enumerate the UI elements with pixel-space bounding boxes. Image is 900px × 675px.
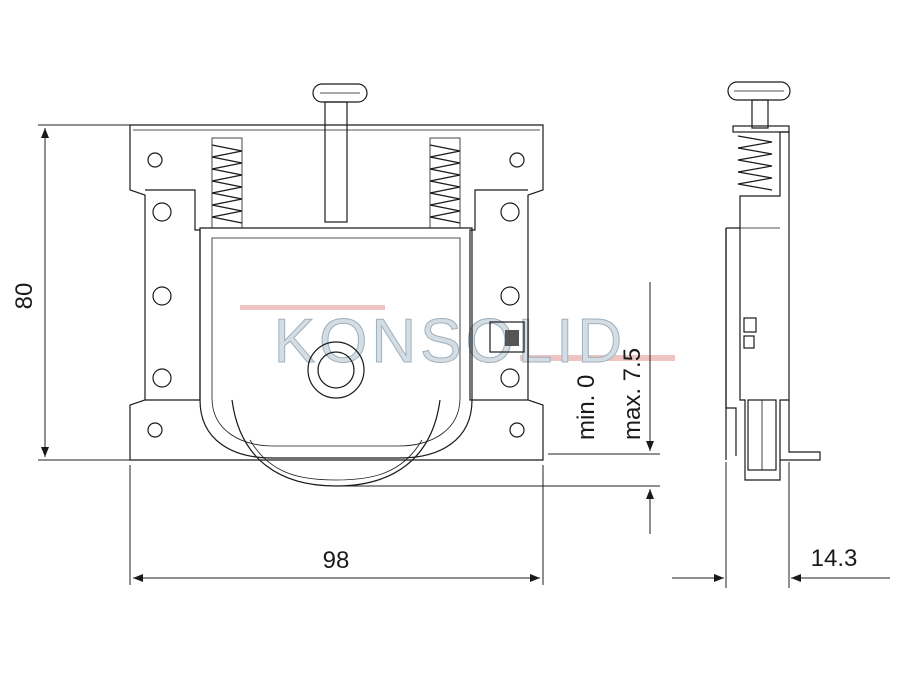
spring-left <box>211 137 243 229</box>
axle-outer <box>307 341 365 399</box>
side-view <box>725 81 821 481</box>
watermark-stripe-right <box>520 355 675 361</box>
depth-dimension-label: 14.3 <box>811 545 858 572</box>
side-body <box>739 131 790 481</box>
adjust-min-label: min. 0 <box>573 375 600 440</box>
mount-hole <box>509 422 525 438</box>
mount-hole <box>500 202 520 222</box>
mount-hole <box>500 286 520 306</box>
side-spring <box>737 135 773 191</box>
latch <box>489 321 525 353</box>
base-plate <box>129 124 544 461</box>
adjust-max-label: max. 7.5 <box>619 348 646 440</box>
axle-inner <box>317 351 355 389</box>
mount-hole <box>147 152 163 168</box>
side-latch <box>743 317 757 333</box>
front-view <box>129 83 544 487</box>
width-dimension-label: 98 <box>323 547 350 574</box>
side-back-plate <box>725 227 740 456</box>
watermark: KONSOLID <box>240 305 675 377</box>
adjust-screw <box>312 83 368 223</box>
mount-hole <box>152 368 172 388</box>
wheel <box>231 399 441 487</box>
mount-hole <box>500 368 520 388</box>
dimensions: 80 98 min. 0 max. 7.5 14.3 <box>11 124 890 588</box>
side-screw-shank <box>751 99 769 129</box>
watermark-stripe-left <box>240 305 385 310</box>
side-foot <box>780 400 821 461</box>
side-top-flange <box>732 125 790 133</box>
carriage-block <box>199 227 473 459</box>
watermark-text: KONSOLID <box>274 307 626 376</box>
mount-hole <box>147 422 163 438</box>
carriage-inner <box>211 237 461 447</box>
mount-hole <box>152 286 172 306</box>
spring-right <box>429 137 461 229</box>
mount-hole <box>509 152 525 168</box>
left-bracket <box>145 189 201 401</box>
mount-hole <box>152 202 172 222</box>
height-dimension-label: 80 <box>11 283 38 310</box>
wheel-groove <box>249 439 423 481</box>
